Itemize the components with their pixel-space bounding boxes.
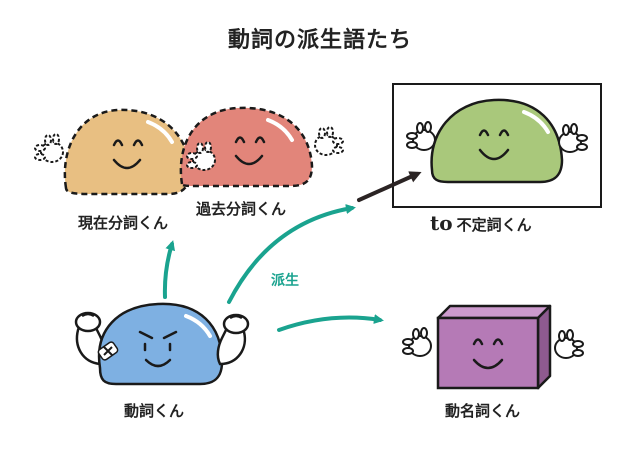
- verb-face: [138, 330, 178, 368]
- past-participle-label: 過去分詞くん: [196, 200, 287, 218]
- present-participle-label: 現在分詞くん: [78, 214, 169, 232]
- past-face: [234, 136, 266, 166]
- present-participle-body: [63, 108, 192, 196]
- present-highlight: [146, 120, 174, 144]
- infinitive-left-hand: [406, 121, 436, 151]
- verb-right-arm: [216, 313, 250, 366]
- arrow-verb-to-present: [162, 240, 176, 299]
- verb-character: [74, 302, 250, 386]
- bandage-icon: [97, 341, 119, 361]
- gerund-cube-top: [436, 304, 552, 320]
- gerund-cube-side: [536, 304, 552, 390]
- infinitive-frame: [392, 83, 602, 208]
- infinitive-to-prefix: to: [430, 211, 453, 235]
- present-participle-character: [34, 108, 192, 196]
- verb-label: 動詞くん: [124, 402, 185, 420]
- infinitive-highlight: [522, 110, 550, 134]
- gerund-character: [402, 304, 584, 390]
- gerund-label: 動名詞くん: [445, 402, 521, 420]
- verb-highlight: [184, 314, 212, 338]
- present-left-hand: [34, 133, 64, 163]
- arrow-verb-to-gerund: [277, 314, 384, 332]
- past-highlight: [266, 118, 294, 142]
- verb-left-arm: [74, 311, 105, 366]
- arrow-verb-to-past: [227, 204, 356, 304]
- infinitive-right-hand: [558, 123, 588, 153]
- gerund-left-hand: [402, 327, 432, 357]
- past-participle-character: [179, 106, 344, 188]
- diagram-title: 動詞の派生語たち: [227, 28, 412, 53]
- arrow-past-to-infinitive: [357, 171, 422, 202]
- past-left-hand: [186, 141, 216, 171]
- gerund-right-hand: [554, 329, 584, 359]
- infinitive-character: [392, 83, 602, 208]
- infinitive-face: [478, 129, 510, 161]
- infinitive-body: [430, 98, 564, 184]
- verb-body: [97, 302, 224, 386]
- past-right-hand: [314, 126, 344, 156]
- infinitive-label-text: 不定詞くん: [456, 216, 532, 234]
- gerund-cube-front: [436, 316, 540, 390]
- present-face: [112, 139, 144, 170]
- derivation-label: 派生: [271, 273, 299, 289]
- gerund-face: [472, 338, 504, 370]
